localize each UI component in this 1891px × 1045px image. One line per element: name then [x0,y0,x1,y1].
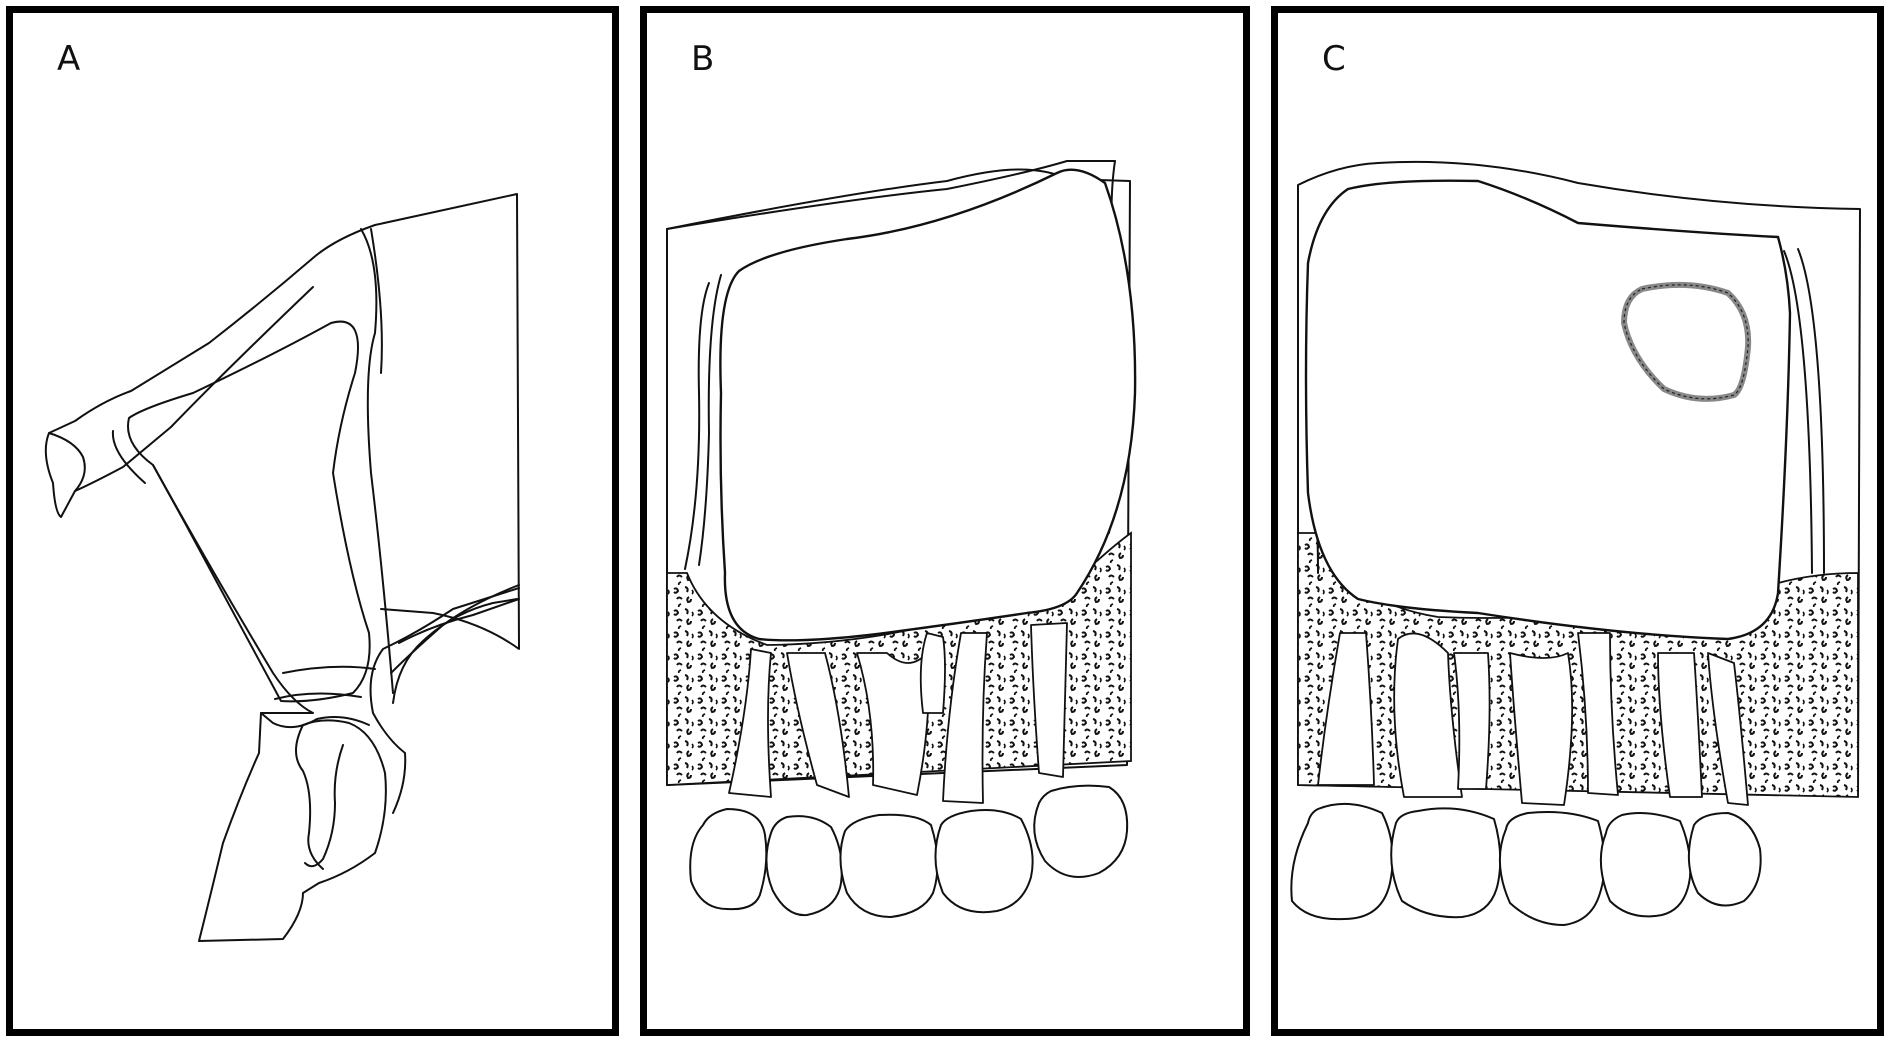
panel-a: A [6,6,619,1036]
panel-b: B [640,6,1250,1036]
panel-c: C [1271,6,1884,1036]
sinus-diagram-c [1278,13,1877,1029]
lateral-skull-outline [13,13,612,1029]
sinus-diagram-b [647,13,1243,1029]
